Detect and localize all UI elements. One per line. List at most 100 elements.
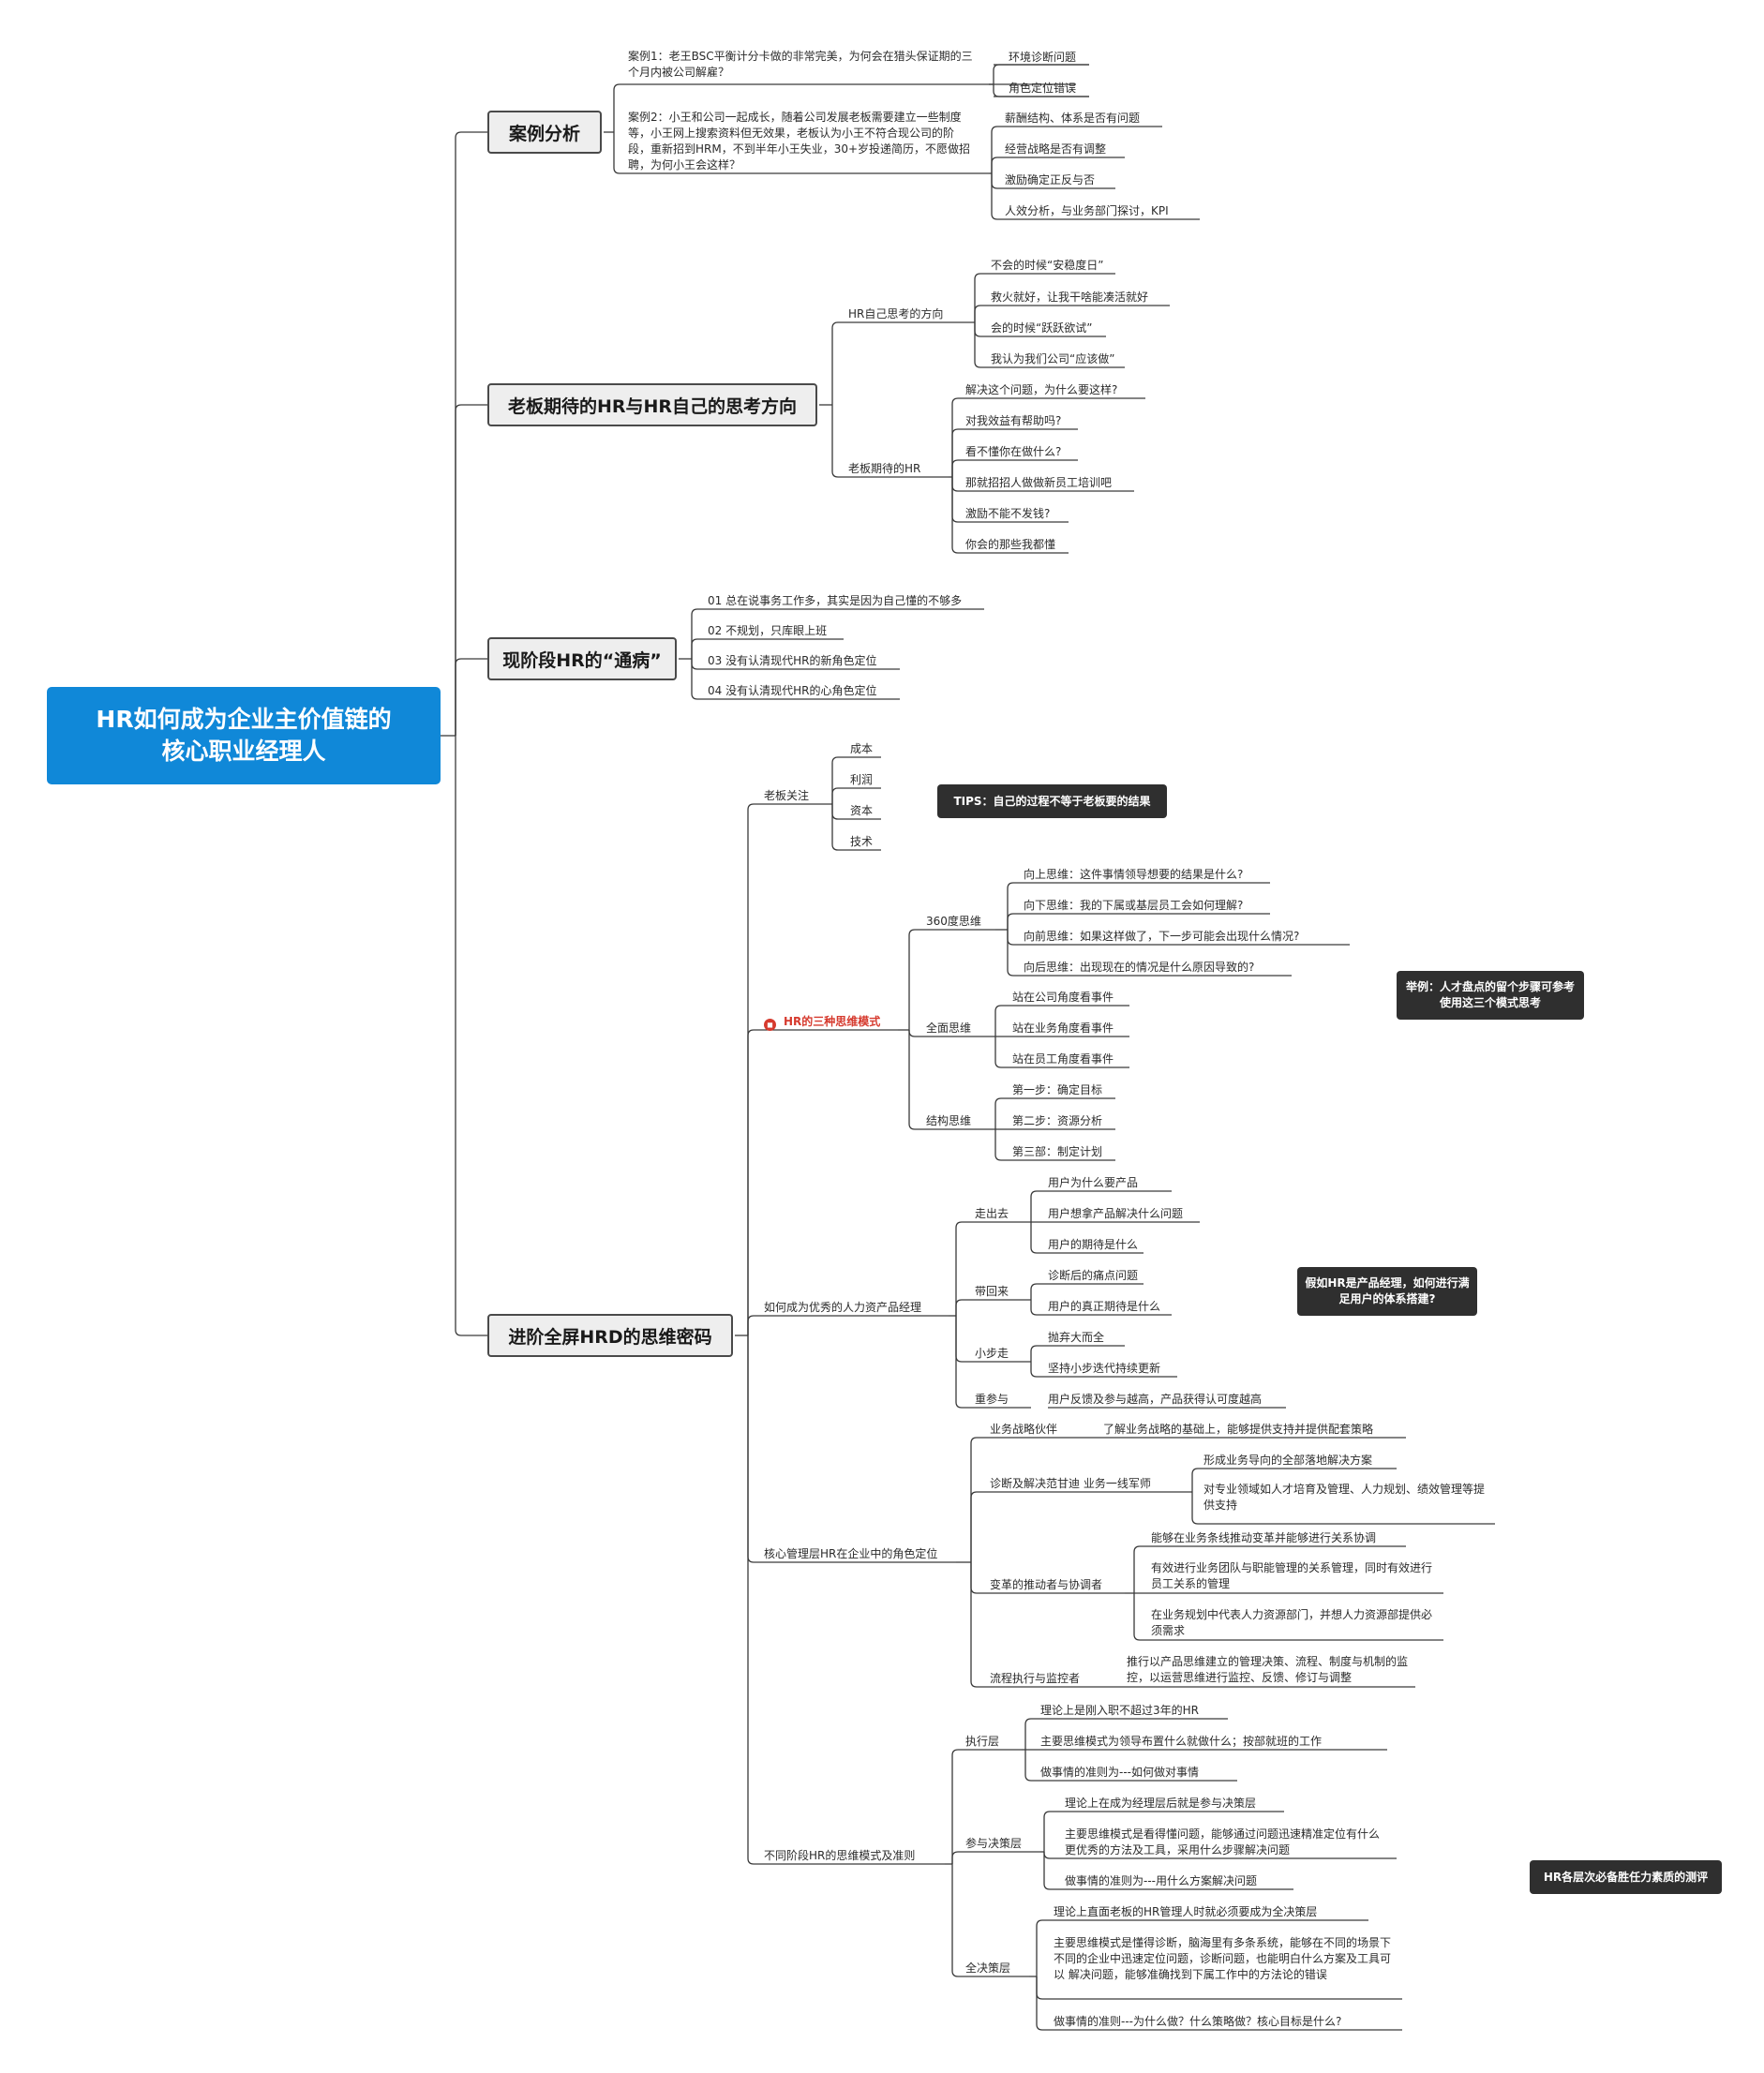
small-step-label: 小步走 — [975, 1347, 1009, 1360]
connector — [1024, 1718, 1228, 1750]
case2-text: 案例2：小王和公司一起成长，随着公司发展老板需要建立一些制度等，小王网上搜索资料… — [628, 111, 971, 172]
connector — [974, 273, 1115, 322]
connector — [1030, 1345, 1125, 1362]
mstruct-item: 第二步：资源分析 — [1012, 1114, 1103, 1127]
go-out-label: 走出去 — [975, 1207, 1009, 1220]
connector — [831, 756, 881, 804]
boss-item: 解决这个问题，为什么要这样? — [965, 383, 1118, 396]
example-note[interactable]: 举例：人才盘点的留个步骤可参考使用这三个模式思考 — [1397, 971, 1584, 1020]
hr-self-item: 我认为我们公司“应该做” — [991, 352, 1115, 365]
bring-back-item: 诊断后的痛点问题 — [1048, 1269, 1139, 1282]
boss-item: 对我效益有帮助吗? — [965, 414, 1062, 427]
mstruct-item: 第三部：制定计划 — [1012, 1145, 1103, 1158]
flow-item: 推行以产品思维建立的管理决策、流程、制度与机制的监控，以运营思维进行监控、反馈、… — [1127, 1655, 1409, 1684]
connector — [951, 1749, 1022, 1864]
connector — [1043, 1852, 1293, 1890]
connector — [1024, 1750, 1237, 1782]
connector — [613, 83, 989, 132]
connector — [908, 929, 995, 1030]
connector — [1036, 1976, 1402, 2031]
stop-icon: ◼ — [764, 1019, 776, 1031]
topic-boss-expectation[interactable]: 老板期待的HR与HR自己的思考方向 — [487, 383, 817, 426]
connector — [970, 1437, 1087, 1562]
problem-item: 03 没有认清现代HR的新角色定位 — [708, 654, 877, 667]
connector — [951, 428, 1078, 477]
diag-item: 形成业务导向的全部落地解决方案 — [1203, 1454, 1373, 1467]
bring-back-item: 用户的真正期待是什么 — [1048, 1300, 1161, 1313]
exec-item: 做事情的准则为---如何做对事情 — [1040, 1766, 1199, 1779]
decide-item: 理论上在成为经理层后就是参与决策层 — [1065, 1797, 1257, 1810]
case1-item: 环境诊断问题 — [1009, 51, 1077, 64]
participate-item: 用户反馈及参与越高，产品获得认可度越高 — [1048, 1393, 1263, 1406]
connector — [991, 157, 1125, 173]
connector — [991, 126, 1162, 173]
case1-text: 案例1：老王BSC平衡计分卡做的非常完美，为何会在猎头保证期的三个月内被公司解雇… — [628, 50, 973, 79]
connector — [831, 787, 881, 804]
connector — [1030, 1300, 1172, 1316]
connector — [613, 132, 989, 174]
m360-item: 向下思维：我的下属或基层员工会如何理解? — [1024, 899, 1244, 912]
m360-item: 向上思维：这件事情领导想要的结果是什么? — [1024, 868, 1244, 881]
connector — [955, 1221, 1031, 1316]
connector — [691, 608, 984, 659]
connector — [908, 1030, 995, 1130]
mall-item: 站在公司角度看事件 — [1012, 991, 1114, 1004]
connector — [455, 404, 487, 736]
connector — [747, 1335, 956, 1563]
full-item: 主要思维模式是懂得诊断，脑海里有多条系统，能够在不同的场景下不同的企业中迅速定位… — [1054, 1936, 1392, 1981]
decide-item: 主要思维模式是看得懂问题，能够通过问题迅速精准定位有什么更优秀的方法及工具，采用… — [1065, 1827, 1381, 1857]
connector — [747, 1335, 945, 1865]
connector — [455, 736, 487, 1336]
connector — [1133, 1593, 1443, 1641]
connector — [747, 1029, 898, 1335]
decide-item: 做事情的准则为---用什么方案解决问题 — [1065, 1874, 1257, 1887]
topic-case-analysis[interactable]: 案例分析 — [487, 111, 602, 154]
connector — [1133, 1545, 1406, 1593]
connector — [1036, 1919, 1368, 1976]
core-label: 核心管理层HR在企业中的角色定位 — [764, 1547, 938, 1560]
go-out-item: 用户的期待是什么 — [1048, 1238, 1139, 1251]
connector — [1007, 930, 1292, 977]
connector — [951, 1864, 1029, 1977]
connector — [951, 397, 1145, 477]
connector — [1007, 882, 1270, 930]
problem-item: 02 不规划，只库眼上班 — [708, 624, 828, 637]
connector — [831, 405, 949, 478]
diag-label: 诊断及解决范甘迪 业务一线军师 — [990, 1477, 1151, 1490]
topic-common-problems[interactable]: 现阶段HR的“通病” — [487, 637, 677, 680]
partner-item: 了解业务战略的基础上，能够提供支持并提供配套策略 — [1103, 1423, 1374, 1436]
topic-hrd-thinking[interactable]: 进阶全屏HRD的思维密码 — [487, 1314, 733, 1357]
case2-item: 经营战略是否有调整 — [1005, 142, 1107, 156]
connector — [974, 322, 1125, 368]
change-item: 在业务规划中代表人力资源部门，并想人力资源部提供必须需求 — [1151, 1608, 1433, 1637]
connector — [955, 1299, 1031, 1316]
stages-label: 不同阶段HR的思维模式及准则 — [764, 1849, 916, 1862]
tips-note[interactable]: TIPS：自己的过程不等于老板要的结果 — [937, 784, 1167, 818]
connector — [970, 1491, 1190, 1562]
boss-focus-item: 利润 — [850, 773, 874, 786]
connector — [455, 131, 487, 736]
change-label: 变革的推动者与协调者 — [990, 1578, 1103, 1591]
connector — [831, 321, 956, 405]
root-topic[interactable]: HR如何成为企业主价值链的核心职业经理人 — [47, 687, 441, 784]
boss-focus-item: 成本 — [850, 742, 874, 755]
full-label: 全决策层 — [965, 1961, 1011, 1975]
exec-label: 执行层 — [965, 1735, 1000, 1748]
mall-item: 站在员工角度看事件 — [1012, 1052, 1114, 1066]
case2-item: 激励确定正反与否 — [1005, 173, 1096, 186]
mstruct-item: 第一步：确定目标 — [1012, 1083, 1103, 1096]
connector — [1030, 1222, 1144, 1254]
connector — [747, 1315, 949, 1335]
eval-note[interactable]: HR各层次必备胜任力素质的测评 — [1530, 1860, 1722, 1894]
go-out-item: 用户为什么要产品 — [1048, 1176, 1139, 1189]
m360-item: 向后思维：出现现在的情况是什么原因导致的? — [1024, 961, 1255, 974]
connector — [747, 803, 815, 1335]
mall-item: 站在业务角度看事件 — [1012, 1022, 1114, 1035]
case2-item: 人效分析，与业务部门探讨，KPI — [1005, 204, 1169, 217]
connector — [994, 1097, 1115, 1129]
participate-label: 重参与 — [975, 1393, 1009, 1406]
connector — [691, 638, 844, 659]
product-note[interactable]: 假如HR是产品经理，如何进行满足用户的体系搭建? — [1297, 1267, 1477, 1316]
mstruct-label: 结构思维 — [926, 1114, 972, 1127]
